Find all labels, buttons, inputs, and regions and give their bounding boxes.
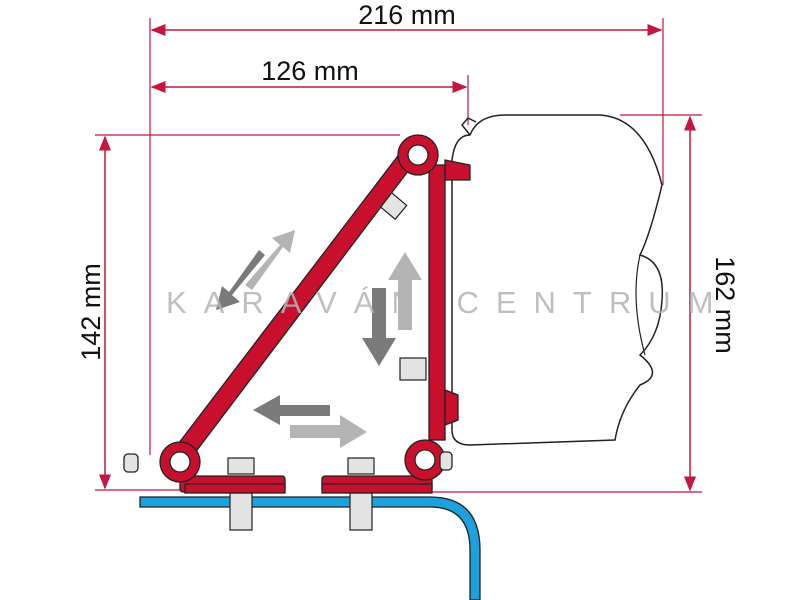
arrow-right-light-icon: [290, 415, 367, 448]
arrow-left-dark-icon: [253, 395, 330, 425]
dimension-162: 162 mm: [684, 115, 740, 492]
dimension-142: 142 mm: [76, 135, 111, 490]
dimension-label-216: 216 mm: [358, 0, 456, 30]
arrow-down-dark-icon: [362, 288, 396, 366]
arrow-diagonal-dark-icon: [216, 250, 265, 310]
arrow-up-light-icon: [388, 252, 422, 330]
extension-lines: [95, 18, 702, 493]
adjustment-arrows: [216, 230, 422, 448]
awning-contour: [635, 254, 646, 356]
mounting-bolts: [227, 187, 427, 531]
watermark: KARAVÁN CENTRUM: [166, 285, 730, 320]
dimension-label-142: 142 mm: [76, 263, 106, 361]
vehicle-rail: [139, 496, 481, 600]
awning-housing: [451, 114, 664, 446]
dimension-216: 216 mm: [150, 0, 663, 36]
arrow-diagonal-light-icon: [245, 230, 295, 290]
dimension-label-162: 162 mm: [710, 256, 740, 354]
awning-hook: [461, 117, 477, 136]
dimension-label-126: 126 mm: [261, 56, 359, 86]
dimension-126: 126 mm: [150, 56, 468, 93]
bracket-pivots: [123, 144, 453, 473]
bracket: [159, 134, 471, 494]
